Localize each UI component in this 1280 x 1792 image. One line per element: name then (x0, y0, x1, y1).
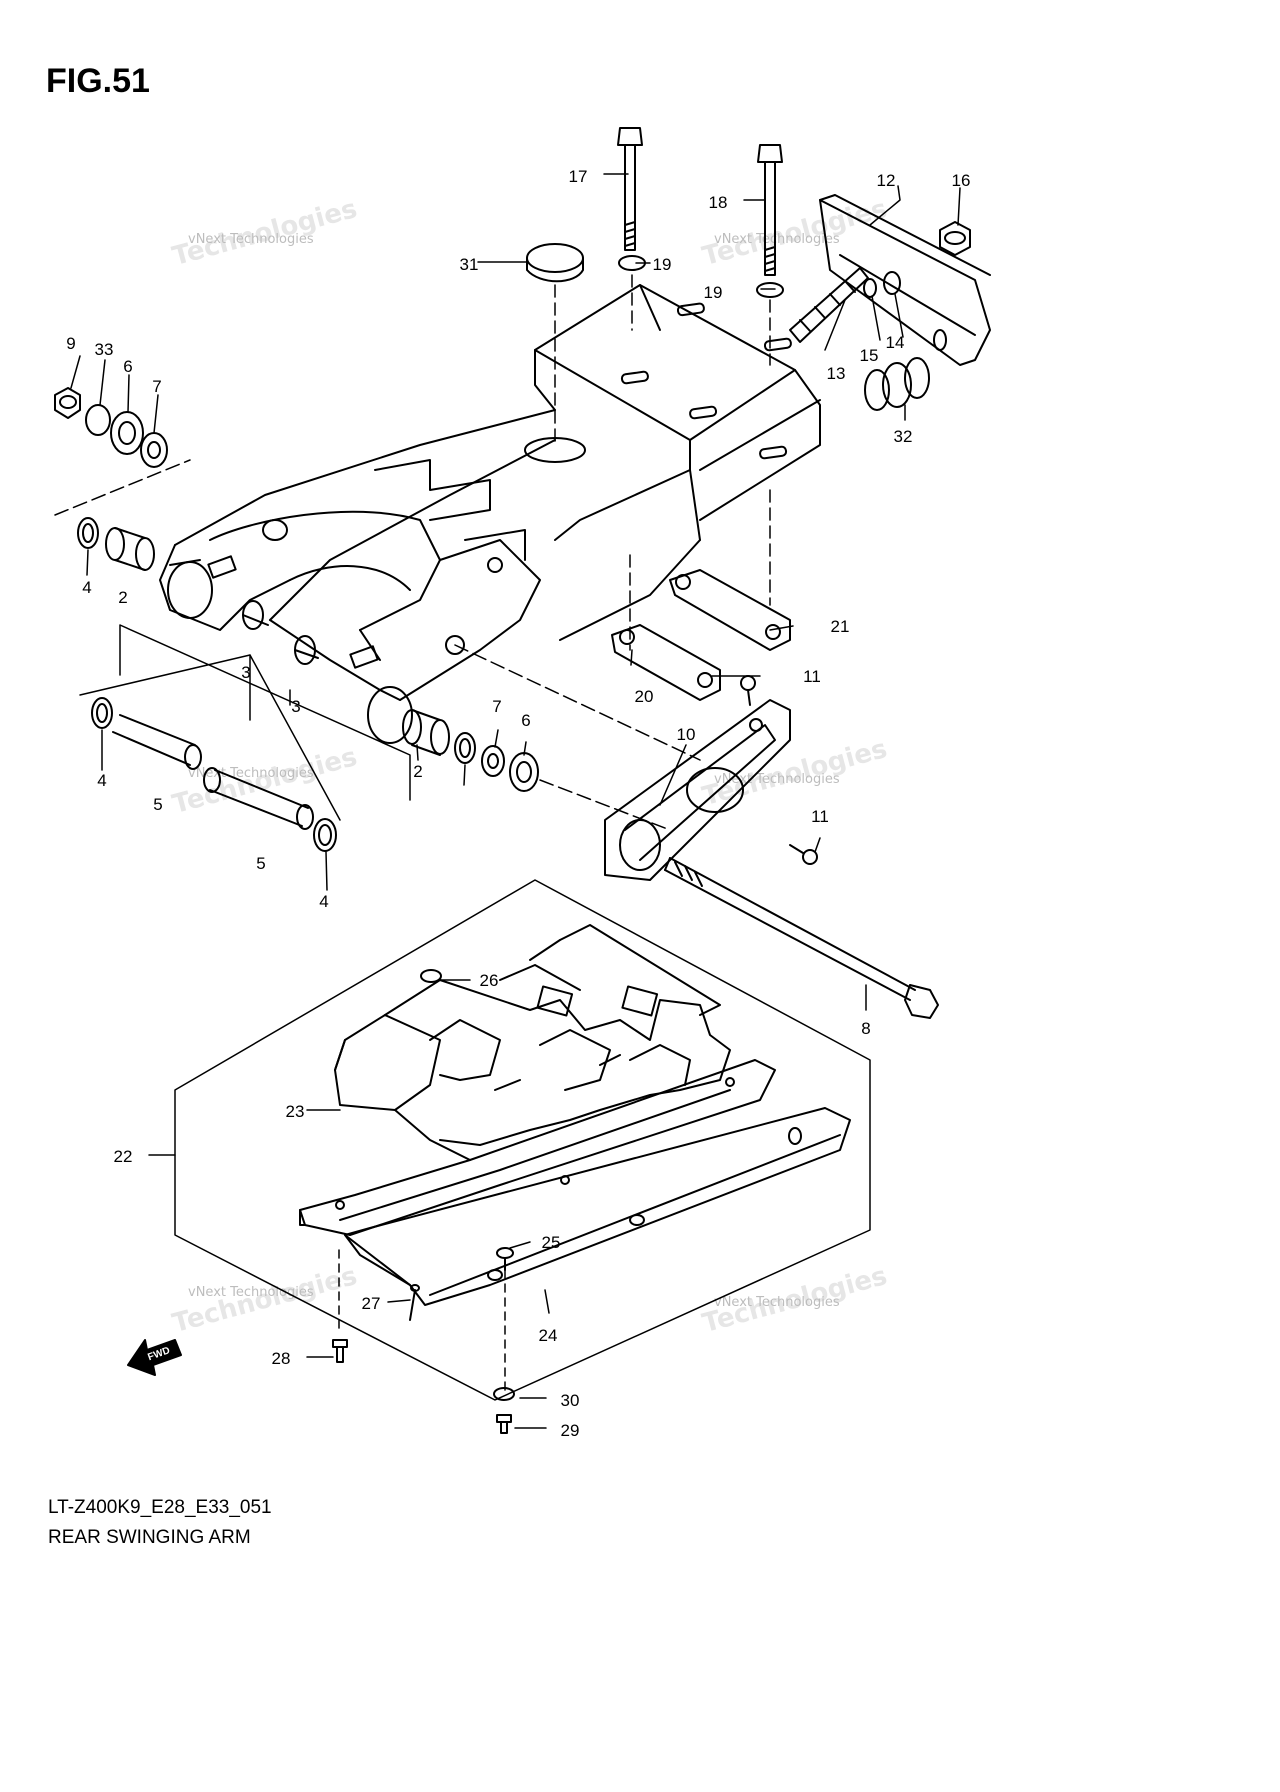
bushing-6 (110, 411, 144, 455)
swinging-arm (159, 284, 821, 744)
callout-2: 2 (413, 762, 422, 781)
callout-4: 4 (82, 578, 91, 597)
bolt-18 (757, 144, 783, 276)
guide-block-23 (334, 924, 731, 1161)
figure-title: FIG.51 (46, 62, 150, 100)
watermark: vNext Technologies (714, 1295, 840, 1310)
callout-29: 29 (561, 1421, 580, 1440)
seal-4 (454, 732, 476, 764)
callout-19: 19 (653, 255, 672, 274)
callout-21: 21 (831, 617, 850, 636)
cap-31 (526, 243, 584, 283)
washer-7 (481, 745, 505, 777)
callout-14: 14 (886, 333, 905, 352)
callout-10: 10 (677, 725, 696, 744)
seal-4 (77, 517, 99, 549)
callout-16: 16 (952, 171, 971, 190)
adjuster-plate-10 (604, 699, 791, 881)
callout-22: 22 (114, 1147, 133, 1166)
callout-13: 13 (827, 364, 846, 383)
callout-6: 6 (521, 711, 530, 730)
callout-30: 30 (561, 1391, 580, 1410)
screw-25 (496, 1247, 514, 1271)
callout-20: 20 (635, 687, 654, 706)
callout-18: 18 (709, 193, 728, 212)
callout-7: 7 (492, 697, 501, 716)
callout-17: 17 (569, 167, 588, 186)
bushing-6 (509, 752, 539, 792)
washer-14 (883, 271, 901, 295)
callout-11: 11 (803, 667, 821, 686)
watermark: vNext Technologies (188, 232, 314, 247)
chain-guide-22 (299, 1059, 776, 1236)
washer-7 (140, 432, 168, 468)
watermark: vNext Technologies (714, 232, 840, 247)
washer-15 (863, 278, 877, 298)
fwd-arrow-icon: FWD (127, 1339, 182, 1376)
boot-32 (864, 357, 930, 411)
washer-19 (756, 282, 784, 298)
callout-11: 11 (811, 807, 829, 826)
callout-31: 31 (460, 255, 479, 274)
callout-24: 24 (539, 1326, 558, 1345)
axle-bolt-8 (664, 857, 939, 1019)
callout-33: 33 (95, 340, 114, 359)
bolt-17 (617, 127, 643, 251)
callout-23: 23 (286, 1102, 305, 1121)
callout-9: 9 (66, 334, 75, 353)
bolt-11 (789, 844, 818, 865)
plate-21 (669, 569, 791, 651)
callout-7: 7 (152, 377, 161, 396)
callout-4: 4 (319, 892, 328, 911)
nut-9 (54, 387, 81, 419)
spacer-5 (203, 767, 314, 830)
callout-8: 8 (861, 1019, 870, 1038)
callout-3: 3 (241, 663, 250, 682)
slider-24 (344, 1107, 851, 1306)
figure-name: REAR SWINGING ARM (48, 1527, 251, 1548)
callout-25: 25 (542, 1233, 561, 1252)
bolt-28 (332, 1339, 348, 1363)
callout-27: 27 (362, 1294, 381, 1313)
callout-15: 15 (860, 346, 879, 365)
bearing-2 (105, 527, 155, 571)
callout-5: 5 (153, 795, 162, 814)
pin-27 (409, 1284, 420, 1321)
washer-26 (420, 969, 442, 983)
callout-26: 26 (480, 971, 499, 990)
figure-code: LT-Z400K9_E28_E33_051 (48, 1497, 272, 1518)
bracket-12 (819, 194, 991, 366)
bolt-11 (740, 675, 756, 706)
callout-12: 12 (877, 171, 896, 190)
plate-20 (611, 624, 721, 701)
callout-28: 28 (272, 1349, 291, 1368)
stud-13 (789, 267, 869, 343)
callout-6: 6 (123, 357, 132, 376)
seal-4 (313, 818, 337, 852)
callout-3: 3 (291, 697, 300, 716)
callout-19: 19 (704, 283, 723, 302)
nut-16 (939, 221, 971, 256)
screw-29 (496, 1414, 512, 1434)
bearing-2 (402, 709, 450, 756)
seal-4 (91, 697, 113, 729)
washer-30 (493, 1387, 515, 1401)
spacer-5 (112, 714, 202, 770)
callout-5: 5 (256, 854, 265, 873)
callout-4: 4 (97, 771, 106, 790)
watermark: vNext Technologies (188, 1285, 314, 1300)
washer-33 (85, 404, 111, 436)
assembly-outline (174, 879, 871, 1401)
callout-2: 2 (118, 588, 127, 607)
callout-32: 32 (894, 427, 913, 446)
